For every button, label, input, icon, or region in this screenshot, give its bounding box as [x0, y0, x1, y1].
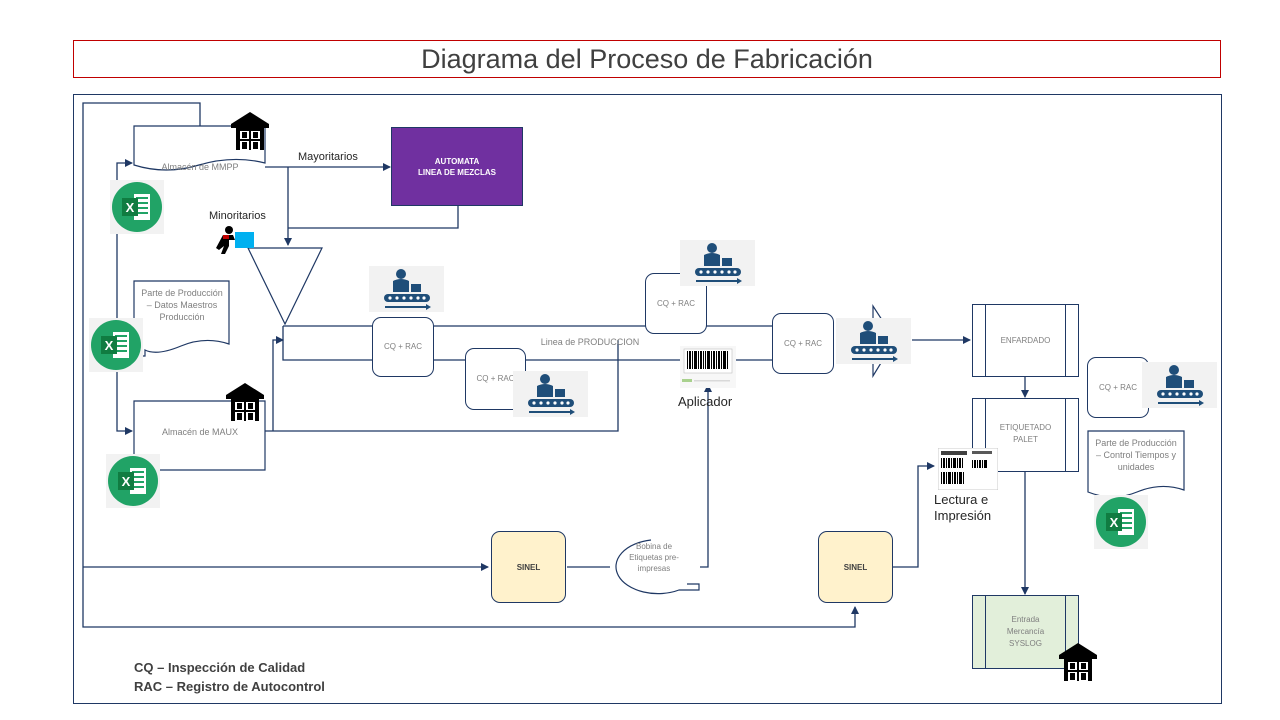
svg-text:X: X: [126, 200, 135, 215]
automata-subtitle: LINEA DE MEZCLAS: [418, 167, 496, 177]
label-icon: [938, 448, 998, 490]
worker-conveyor-icon: [513, 371, 588, 417]
worker-conveyor-icon: [1142, 362, 1217, 408]
worker-conveyor-icon: [369, 266, 444, 312]
bobina-shape: [615, 539, 700, 595]
minoritarios-label: Minoritarios: [209, 210, 266, 222]
barcode-icon: [680, 346, 736, 388]
warehouse-icon: [231, 112, 269, 150]
sinel-box-1: SINEL: [491, 531, 566, 603]
cq-rac-box-1: CQ + RAC: [372, 317, 434, 377]
enfardado-box: ENFARDADO: [972, 304, 1079, 377]
worker-loading-icon: [216, 226, 254, 254]
automata-linea-mezclas: AUTOMATA LINEA DE MEZCLAS: [391, 127, 523, 206]
cq-rac-box-5: CQ + RAC: [1087, 357, 1149, 418]
entrada-mercancia-label: Entrada Mercancía SYSLOG: [1006, 615, 1045, 648]
svg-text:X: X: [122, 474, 131, 489]
bobina-label: Bobina de Etiquetas pre-impresas: [629, 542, 679, 573]
warehouse-icon: [226, 383, 264, 421]
diagram-frame: [73, 94, 1222, 704]
excel-icon: X: [89, 318, 143, 372]
excel-icon: X: [1094, 495, 1148, 549]
cq-rac-box-4: CQ + RAC: [772, 313, 834, 374]
excel-icon: X: [106, 454, 160, 508]
automata-title: AUTOMATA: [434, 156, 480, 166]
etiquetado-palet-label: ETIQUETADO PALET: [999, 423, 1052, 444]
doc-parte-produccion-1-shape: [133, 280, 230, 357]
legend-cq: CQ – Inspección de Calidad: [134, 660, 306, 675]
almacen-maux-label: Almacén de MAUX: [161, 427, 239, 437]
svg-text:X: X: [105, 338, 114, 353]
almacen-mmpp-label: Almacén de MMPP: [161, 162, 239, 172]
excel-icon: X: [110, 180, 164, 234]
lectura-impresion-label: Lectura e Impresión: [934, 492, 992, 523]
parte-produccion-1-label: Parte de Producción – Datos Maestros Pro…: [141, 288, 223, 322]
legend-rac: RAC – Registro de Autocontrol: [134, 679, 325, 694]
worker-conveyor-icon: [836, 318, 911, 364]
mayoritarios-label: Mayoritarios: [298, 151, 358, 163]
linea-produccion-label: Linea de PRODUCCION: [540, 337, 640, 347]
svg-text:X: X: [1110, 515, 1119, 530]
doc-almacen-mmpp-shape: [133, 125, 266, 171]
aplicador-label: Aplicador: [678, 394, 733, 409]
enfardado-label: ENFARDADO: [1000, 336, 1051, 345]
sinel-box-2: SINEL: [818, 531, 893, 603]
parte-produccion-2-label: Parte de Producción – Control Tiempos y …: [1095, 438, 1177, 472]
page-title: Diagrama del Proceso de Fabricación: [73, 40, 1221, 78]
warehouse-icon: [1059, 643, 1097, 681]
worker-conveyor-icon: [680, 240, 755, 286]
